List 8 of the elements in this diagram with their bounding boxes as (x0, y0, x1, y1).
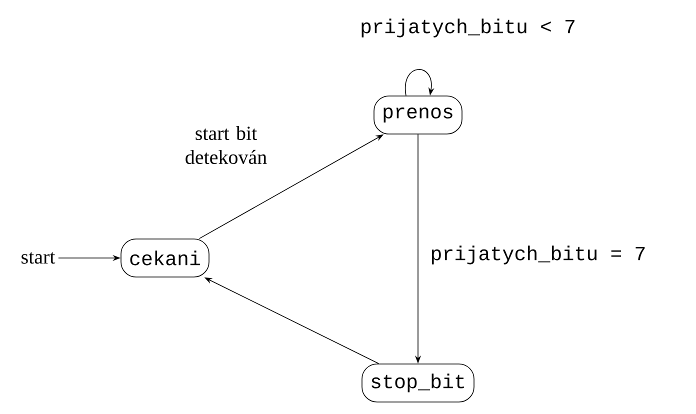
state-box: prenos (374, 96, 462, 134)
arrow (404, 69, 434, 96)
state-box: cekani (120, 238, 210, 278)
state-box: stop_bit (362, 364, 474, 402)
edge-label: prijatych_bitu = 7 (428, 244, 648, 266)
edge-label: start bit detekován (169, 124, 283, 166)
start-label: start (22, 252, 56, 264)
edge-label: prijatych_bitu < 7 (358, 16, 578, 40)
